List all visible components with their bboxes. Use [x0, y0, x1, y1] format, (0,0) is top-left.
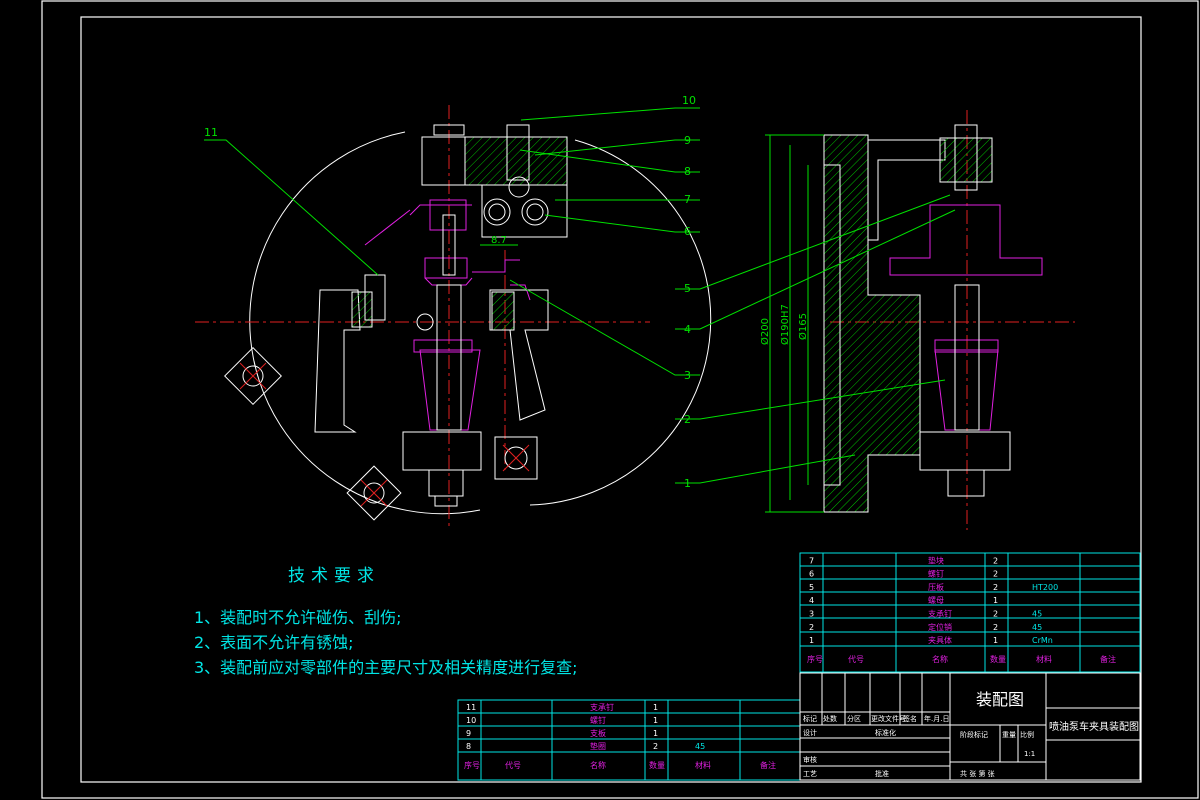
tb-date: 年.月.日	[924, 714, 949, 723]
tb-standard: 标准化	[875, 728, 896, 737]
balloon-8: 8	[684, 165, 691, 178]
dim-d190: Ø190H7	[779, 304, 791, 345]
upper-row-no: 1	[809, 636, 814, 645]
upper-row-no: 4	[809, 596, 814, 605]
lower-row-no: 10	[466, 716, 476, 725]
upper-row-no: 5	[809, 583, 814, 592]
tb-zone: 分区	[847, 714, 861, 723]
tb-process: 工艺	[803, 770, 817, 778]
balloon-2: 2	[684, 413, 691, 426]
lower-row-name: 支承钉	[590, 702, 614, 712]
balloon-9: 9	[684, 134, 691, 147]
lower-row-qty: 1	[653, 729, 658, 738]
upper-row-no: 3	[809, 610, 814, 619]
gap-dimension: 8.7	[491, 235, 507, 246]
upper-row-name: 夹具体	[928, 635, 952, 645]
lower-header-material: 材料	[695, 760, 711, 770]
tb-weight: 重量	[1002, 731, 1016, 739]
lower-row-material: 45	[695, 742, 705, 751]
lower-row-no: 9	[466, 729, 471, 738]
tb-ratio: 比例	[1020, 730, 1034, 739]
front-view: 8.7	[195, 105, 712, 530]
upper-row-qty: 1	[993, 636, 998, 645]
tb-stage: 阶段标记	[960, 730, 988, 739]
upper-row-name: 支承钉	[928, 609, 952, 619]
header-no: 序号	[807, 654, 823, 664]
tech-requirement-3: 3、装配前应对零部件的主要尺寸及相关精度进行复查;	[194, 658, 578, 677]
upper-row-qty: 1	[993, 596, 998, 605]
upper-row-no: 6	[809, 570, 814, 579]
upper-row-name: 垫块	[928, 555, 944, 565]
header-qty: 数量	[990, 654, 1006, 664]
balloon-6: 6	[684, 225, 691, 238]
upper-row-name: 定位销	[928, 622, 952, 632]
outer-border	[41, 0, 1199, 799]
balloon-1: 1	[684, 477, 691, 490]
parts-list-lower: 11 支承钉 1 10 螺钉 1 9 支板 1 8 垫圈 2 45 序号 代号 名称 数量 材料 备注	[457, 699, 801, 781]
upper-row-qty: 2	[993, 583, 998, 592]
upper-row-material: CrMn	[1032, 636, 1053, 645]
side-view: Ø200 Ø190H7 Ø165	[759, 110, 1075, 530]
tb-mark: 标记	[803, 714, 817, 723]
tb-count: 处数	[823, 714, 837, 723]
upper-row-material: 45	[1032, 610, 1042, 619]
lower-header-name: 名称	[590, 760, 606, 770]
support-plate	[481, 184, 568, 238]
balloon-11: 11	[204, 126, 218, 139]
upper-row-qty: 2	[993, 570, 998, 579]
drawing-type: 装配图	[976, 690, 1024, 709]
lower-row-qty: 1	[653, 703, 658, 712]
balloon-5: 5	[684, 282, 691, 295]
upper-row-qty: 2	[993, 556, 998, 565]
upper-row-name: 螺母	[928, 595, 944, 605]
upper-row-qty: 2	[993, 623, 998, 632]
lower-row-name: 垫圈	[590, 741, 606, 751]
lower-header-remark: 备注	[760, 760, 776, 770]
upper-row-no: 2	[809, 623, 814, 632]
tech-requirement-1: 1、装配时不允许碰伤、刮伤;	[194, 608, 402, 627]
header-remark: 备注	[1100, 654, 1116, 664]
lower-header-qty: 数量	[649, 760, 665, 770]
lower-header-code: 代号	[505, 760, 521, 770]
tech-requirements-title: 技术要求	[288, 566, 380, 586]
upper-row-no: 7	[809, 556, 814, 565]
lower-row-no: 8	[466, 742, 471, 751]
upper-row-qty: 2	[993, 610, 998, 619]
balloon-4: 4	[684, 323, 691, 336]
tb-sign: 签名	[903, 714, 917, 723]
dim-d165: Ø165	[797, 313, 809, 340]
title-block: 标记 处数 分区 更改文件号 签名 年.月.日 设计 标准化 审核 工艺 批准 …	[799, 672, 1141, 781]
leader-lines	[204, 107, 956, 484]
base-block	[402, 431, 482, 471]
inner-border	[80, 16, 1142, 783]
header-material: 材料	[1036, 654, 1052, 664]
balloon-10: 10	[682, 94, 696, 107]
lower-row-name: 螺钉	[590, 715, 606, 725]
tb-scale: 1:1	[1024, 750, 1035, 758]
fixture-body	[823, 134, 921, 513]
lower-row-qty: 2	[653, 742, 658, 751]
upper-row-material: 45	[1032, 623, 1042, 632]
lower-header-no: 序号	[464, 760, 480, 770]
tb-design: 设计	[803, 728, 817, 737]
upper-row-material: HT200	[1032, 583, 1058, 592]
upper-row-name: 螺钉	[928, 569, 944, 579]
lower-row-no: 11	[466, 703, 476, 712]
tb-approve: 批准	[875, 769, 889, 778]
lower-row-qty: 1	[653, 716, 658, 725]
dim-d200: Ø200	[759, 318, 771, 345]
upper-row-name: 压板	[928, 582, 944, 592]
drawing-name: 喷油泵车夹具装配图	[1049, 720, 1139, 733]
header-code: 代号	[848, 654, 864, 664]
header-name: 名称	[932, 654, 948, 664]
balloon-7: 7	[684, 193, 691, 206]
lower-row-name: 支板	[590, 728, 606, 738]
tech-requirement-2: 2、表面不允许有锈蚀;	[194, 633, 354, 652]
balloon-3: 3	[684, 369, 691, 382]
tb-check: 审核	[803, 755, 817, 764]
tb-sheets: 共 张 第 张	[960, 769, 995, 778]
tb-change: 更改文件号	[871, 714, 906, 723]
